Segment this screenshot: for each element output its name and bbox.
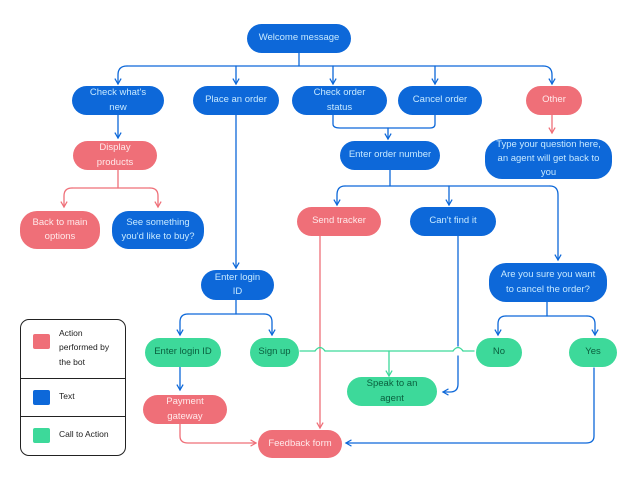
welcome-branches [114, 51, 599, 447]
node-enter-order-number: Enter order number [340, 141, 440, 170]
node-are-you-sure: Are you sure you want to cancel the orde… [489, 263, 607, 302]
node-yes: Yes [569, 338, 617, 367]
legend-item-bot-action: Action performed by the bot [21, 320, 125, 378]
legend-item-cta: Call to Action [21, 417, 125, 455]
node-cant-find-it: Can't find it [410, 207, 496, 236]
node-back-to-main-options: Back to main options [20, 211, 100, 249]
node-cancel-order: Cancel order [398, 86, 482, 115]
legend-divider [21, 378, 125, 379]
node-see-something: See something you'd like to buy? [112, 211, 204, 249]
node-check-order-status: Check order status [292, 86, 387, 115]
bot-branches [60, 114, 556, 447]
node-welcome-message: Welcome message [247, 24, 351, 53]
legend-swatch-bot [33, 334, 50, 349]
node-send-tracker: Send tracker [297, 207, 381, 236]
legend-divider [21, 416, 125, 417]
legend-label: Text [59, 391, 75, 401]
legend-label: Action performed by the bot [59, 328, 110, 367]
legend-swatch-text [33, 390, 50, 405]
legend-item-text: Text [21, 379, 125, 416]
node-no: No [476, 338, 522, 367]
node-feedback-form: Feedback form [258, 430, 342, 458]
node-other: Other [526, 86, 582, 115]
node-check-whats-new: Check what's new [72, 86, 164, 115]
legend: Action performed by the bot Text Call to… [20, 319, 126, 456]
node-payment-gateway: Payment gateway [143, 395, 227, 424]
legend-label: Call to Action [59, 429, 109, 439]
node-type-question: Type your question here, an agent will g… [485, 139, 612, 179]
node-place-an-order: Place an order [193, 86, 279, 115]
legend-swatch-cta [33, 428, 50, 443]
node-display-products: Display products [73, 141, 157, 170]
node-speak-to-an-agent: Speak to an agent [347, 377, 437, 406]
cta-branches [299, 346, 475, 378]
node-sign-up: Sign up [250, 338, 299, 367]
node-enter-login-id-cta: Enter login ID [145, 338, 221, 367]
node-enter-login-id: Enter login ID [201, 270, 274, 300]
